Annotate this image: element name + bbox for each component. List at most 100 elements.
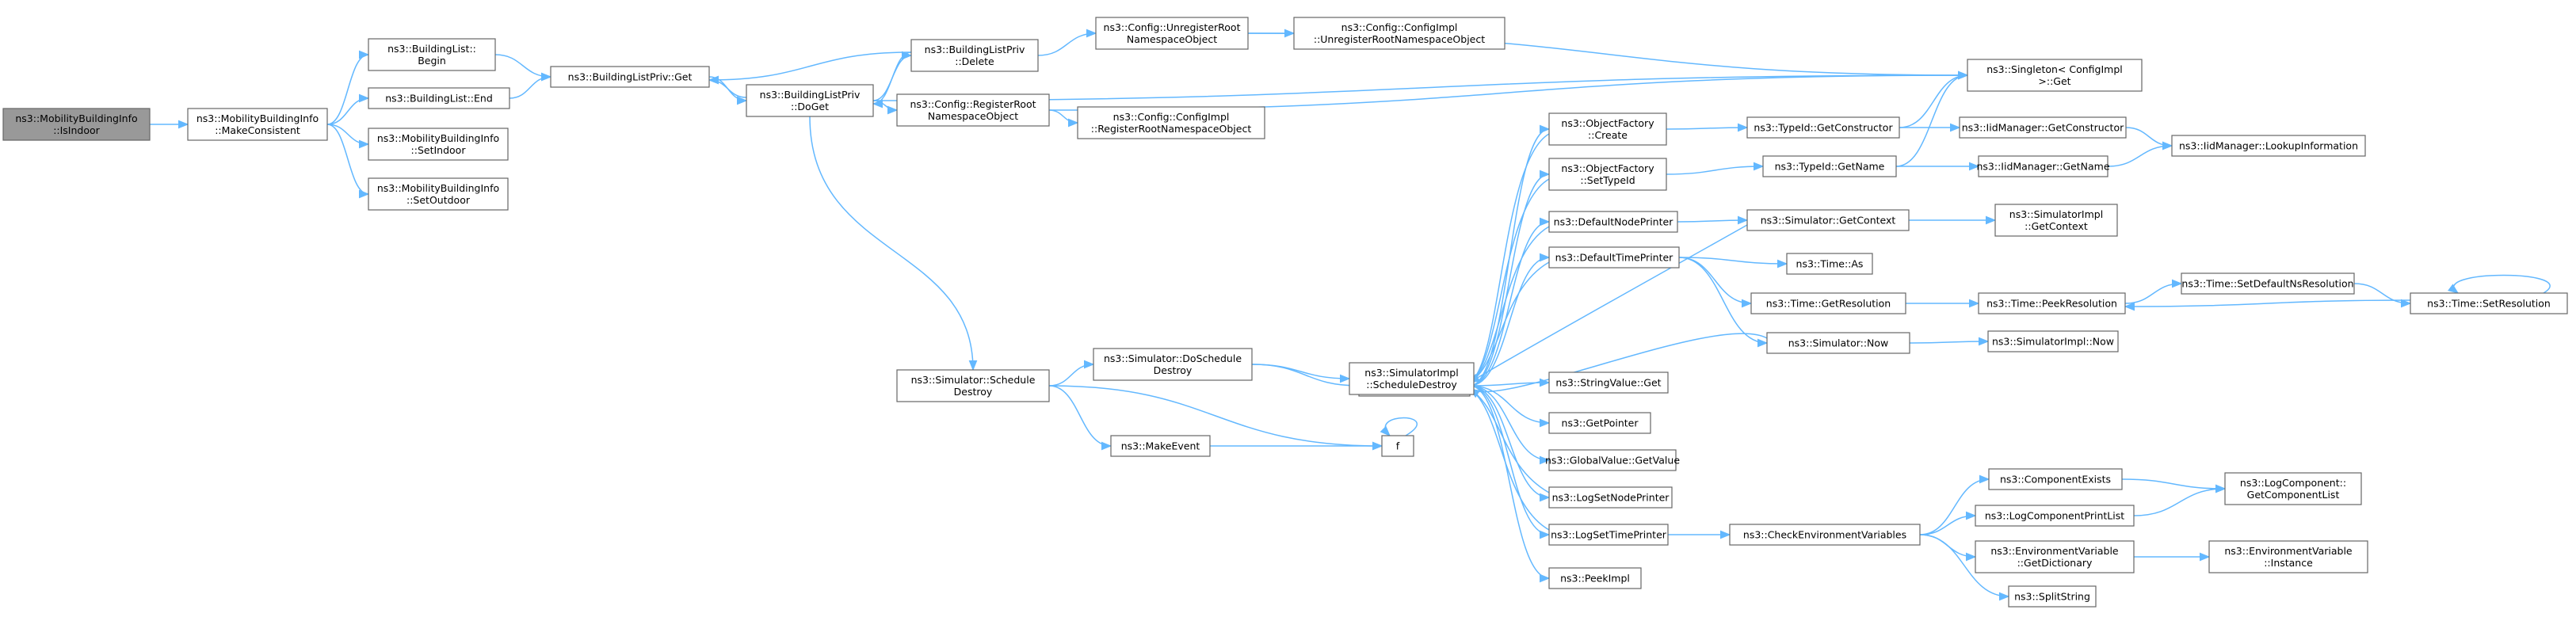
graph-node[interactable]: ns3::Config::ConfigImpl::UnregisterRootN… [1293,17,1506,50]
graph-edge [494,54,552,82]
node-label: ::SetTypeId [1580,174,1635,186]
graph-edge [1469,385,1551,502]
node-label: NamespaceObject [928,110,1018,122]
graph-node[interactable]: ns3::IidManager::LookupInformation [2171,135,2366,157]
graph-node[interactable]: ns3::Singleton< ConfigImpl >::Get [1967,59,2143,92]
graph-node[interactable]: ns3::SimulatorImpl::Now [1987,330,2119,352]
graph-node[interactable]: ns3::Time::PeekResolution [1978,292,2126,314]
node-box [1988,468,2123,490]
graph-edge [1048,385,1383,451]
graph-node[interactable]: ns3::BuildingList::End [368,87,510,109]
node-label: ns3::StringValue::Get [1555,377,1661,389]
graph-node[interactable]: ns3::Time::GetResolution [1750,292,1906,314]
graph-edge [2121,478,2227,493]
node-label: ns3::BuildingListPriv [925,44,1025,55]
graph-node[interactable]: ns3::CheckEnvironmentVariables [1729,524,1921,546]
node-box [1548,112,1667,146]
graph-edge [1677,215,1749,225]
graph-node[interactable]: ns3::BuildingListPriv::Delete [910,39,1039,72]
graph-node[interactable]: ns3::DefaultNodePrinter [1548,211,1678,233]
graph-node[interactable]: ns3::Time::SetDefaultNsResolution [2181,272,2355,295]
node-label: ns3::TypeId::GetName [1775,161,1885,173]
graph-node[interactable]: ns3::Time::SetResolution [2410,292,2568,314]
graph-node[interactable]: ns3::MobilityBuildingInfo::MakeConsisten… [187,108,328,141]
graph-edge [1469,385,1551,428]
node-box [2224,472,2362,505]
node-box [1978,155,2109,177]
node-label: ::DoGet [791,101,829,112]
graph-node[interactable]: ns3::SimulatorImpl::GetContext [1994,204,2118,237]
graph-node[interactable]: ns3::EnvironmentVariable::Instance [2208,540,2368,573]
node-label: ns3::GetPointer [1562,417,1639,429]
graph-node[interactable]: ns3::SplitString [2008,585,2097,608]
node-box [1967,59,2143,92]
graph-edge [1048,360,1095,387]
node-label: ns3::LogComponentPrintList [1985,510,2124,522]
node-label: ns3::Simulator::Now [1788,337,1889,349]
graph-node[interactable]: ns3::Config::RegisterRootNamespaceObject [896,93,1050,127]
graph-node[interactable]: ns3::GetPointer [1548,412,1651,434]
graph-node[interactable]: ns3::PeekImpl [1548,567,1642,589]
node-box [1786,253,1873,275]
graph-node[interactable]: ns3::BuildingListPriv::Get [550,66,710,88]
graph-node[interactable]: ns3::GlobalValue::GetValue [1545,449,1680,471]
node-box [1548,211,1678,233]
graph-edge [326,124,370,149]
node-box [368,177,509,211]
graph-node[interactable]: ns3::MakeEvent [1110,435,1211,457]
node-layer: ns3::MobilityBuildingInfo::IsIndoorns3::… [2,17,2568,608]
graph-node[interactable]: ns3::MobilityBuildingInfo::IsIndoor [2,108,151,141]
graph-edge [1666,123,1749,132]
graph-node[interactable]: ns3::Time::As [1786,253,1873,275]
graph-node[interactable]: ns3::MobilityBuildingInfo::SetIndoor [368,128,509,161]
node-box [1548,486,1673,509]
graph-node[interactable]: ns3::IidManager::GetConstructor [1959,116,2127,139]
graph-edge [872,70,1969,101]
node-label: ::GetContext [2025,220,2088,232]
node-label: ::GetDictionary [2017,557,2093,569]
node-label: ::SetOutdoor [406,194,471,206]
graph-node[interactable]: ns3::ObjectFactory::Create [1548,112,1667,146]
graph-node[interactable]: ns3::EnvironmentVariable::GetDictionary [1975,540,2135,573]
graph-node[interactable]: ns3::Config::ConfigImpl::RegisterRootNam… [1077,106,1265,139]
node-box [910,39,1039,72]
graph-node[interactable]: ns3::LogSetNodePrinter [1548,486,1673,509]
graph-node[interactable]: ns3::IidManager::GetName [1976,155,2110,177]
graph-node[interactable]: ns3::BuildingList::Begin [368,38,496,71]
graph-node[interactable]: ns3::SimulatorImpl::ScheduleDestroy [1349,362,1475,395]
graph-node[interactable]: ns3::MobilityBuildingInfo::SetOutdoor [368,177,509,211]
node-box [1381,435,1414,457]
node-label: >::Get [2038,75,2070,87]
node-label: ns3::DefaultNodePrinter [1554,216,1674,228]
graph-node[interactable]: ns3::DefaultTimePrinter [1548,246,1680,269]
graph-node[interactable]: ns3::TypeId::GetConstructor [1746,116,1900,139]
graph-node[interactable]: ns3::Config::UnregisterRootNamespaceObje… [1095,17,1249,50]
node-label: ns3::Simulator::GetContext [1761,215,1896,227]
graph-node[interactable]: ns3::Simulator::GetContext [1746,209,1910,231]
graph-node[interactable]: f [1381,435,1414,457]
node-label: Begin [418,55,446,67]
node-label: ns3::IidManager::GetConstructor [1962,122,2124,134]
graph-node[interactable]: ns3::BuildingListPriv::DoGet [746,84,874,117]
graph-node[interactable]: ns3::ComponentExists [1988,468,2123,490]
graph-node[interactable]: ns3::Simulator::Now [1766,332,1910,354]
graph-node[interactable]: ns3::StringValue::Get [1548,371,1669,394]
graph-node[interactable]: ns3::ObjectFactory::SetTypeId [1548,158,1667,191]
graph-node[interactable]: ns3::LogSetTimePrinter [1548,524,1669,546]
node-box [1762,155,1897,177]
graph-node[interactable]: ns3::TypeId::GetName [1762,155,1897,177]
graph-node[interactable]: ns3::LogComponentPrintList [1975,505,2135,527]
graph-node[interactable]: ns3::LogComponent::GetComponentList [2224,472,2362,505]
graph-edge [326,93,370,125]
graph-edge [708,51,912,85]
graph-edge [1899,70,1969,128]
graph-edge [1469,385,1551,583]
graph-edge [509,72,552,99]
graph-edge [1678,257,1769,348]
node-box [1110,435,1211,457]
graph-edge [1468,388,1550,531]
graph-node[interactable]: ns3::Simulator::ScheduleDestroy [896,369,1050,402]
graph-edge [708,75,747,98]
